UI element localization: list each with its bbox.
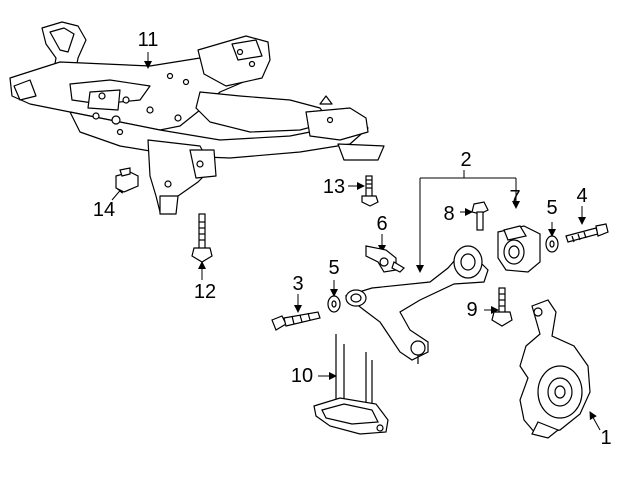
callout-9: 9 [466, 299, 478, 321]
callout-7: 7 [509, 187, 521, 209]
callout-11: 11 [137, 29, 159, 51]
callout-5-left: 5 [328, 257, 340, 279]
bolt-part-8 [471, 201, 489, 231]
bushing-part-7 [497, 225, 541, 273]
callout-1: 1 [600, 427, 612, 449]
callout-12: 12 [193, 281, 217, 303]
bracket-part-14 [115, 167, 139, 193]
callout-13: 13 [322, 176, 346, 198]
callout-10: 10 [290, 365, 314, 387]
callout-6: 6 [376, 213, 388, 235]
bolt-part-12 [191, 213, 213, 263]
callout-8: 8 [443, 203, 455, 225]
callout-14: 14 [92, 199, 116, 221]
bolt-part-3 [271, 311, 321, 331]
bolt-part-9 [491, 287, 513, 327]
bracket-part-6 [365, 245, 405, 273]
control-arm-part-2 [344, 245, 489, 364]
callout-2: 2 [460, 149, 472, 171]
brace-part-10 [313, 334, 389, 435]
callout-4: 4 [576, 185, 588, 207]
knuckle-part-1 [519, 299, 591, 439]
leader-1 [589, 411, 601, 431]
callout-5-right: 5 [546, 197, 558, 219]
washer-part-5-right [545, 235, 559, 253]
bolt-part-13 [361, 175, 379, 207]
washer-part-5-left [327, 295, 341, 313]
bolt-part-4 [565, 223, 609, 243]
callout-3: 3 [292, 273, 304, 295]
subframe-part-11 [9, 21, 385, 215]
